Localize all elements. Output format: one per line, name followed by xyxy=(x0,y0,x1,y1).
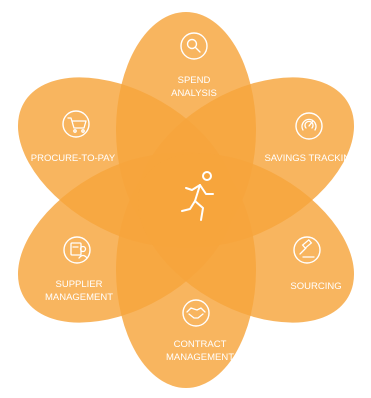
shopping-cart-icon xyxy=(67,117,87,133)
icon-circles xyxy=(62,32,323,327)
label-sourcing: SOURCING xyxy=(290,281,341,292)
label-supplier-management-line-2: MANAGEMENT xyxy=(45,292,113,303)
running-person-icon xyxy=(181,171,214,221)
petal-sourcing xyxy=(137,153,355,323)
magnifier-icon xyxy=(186,38,201,53)
label-spend-analysis-line-1: SPEND xyxy=(178,75,211,86)
handshake-icon xyxy=(186,307,206,319)
label-contract-management-line-2: MANAGEMENT xyxy=(166,352,234,363)
label-savings-tracking: SAVINGS TRACKING xyxy=(264,153,357,164)
labels: SPEND ANALYSIS SAVINGS TRACKING SOURCING… xyxy=(31,75,358,363)
label-supplier-management-line-1: SUPPLIER xyxy=(56,279,103,290)
label-contract-management-line-1: CONTRACT xyxy=(174,339,227,350)
supplier-user-icon xyxy=(70,242,88,259)
target-gauge-icon xyxy=(301,118,317,131)
label-spend-analysis-line-2: ANALYSIS xyxy=(171,88,217,99)
petals xyxy=(17,12,355,388)
gavel-icon xyxy=(299,238,315,258)
label-procure-to-pay: PROCURE-TO-PAY xyxy=(31,153,116,164)
